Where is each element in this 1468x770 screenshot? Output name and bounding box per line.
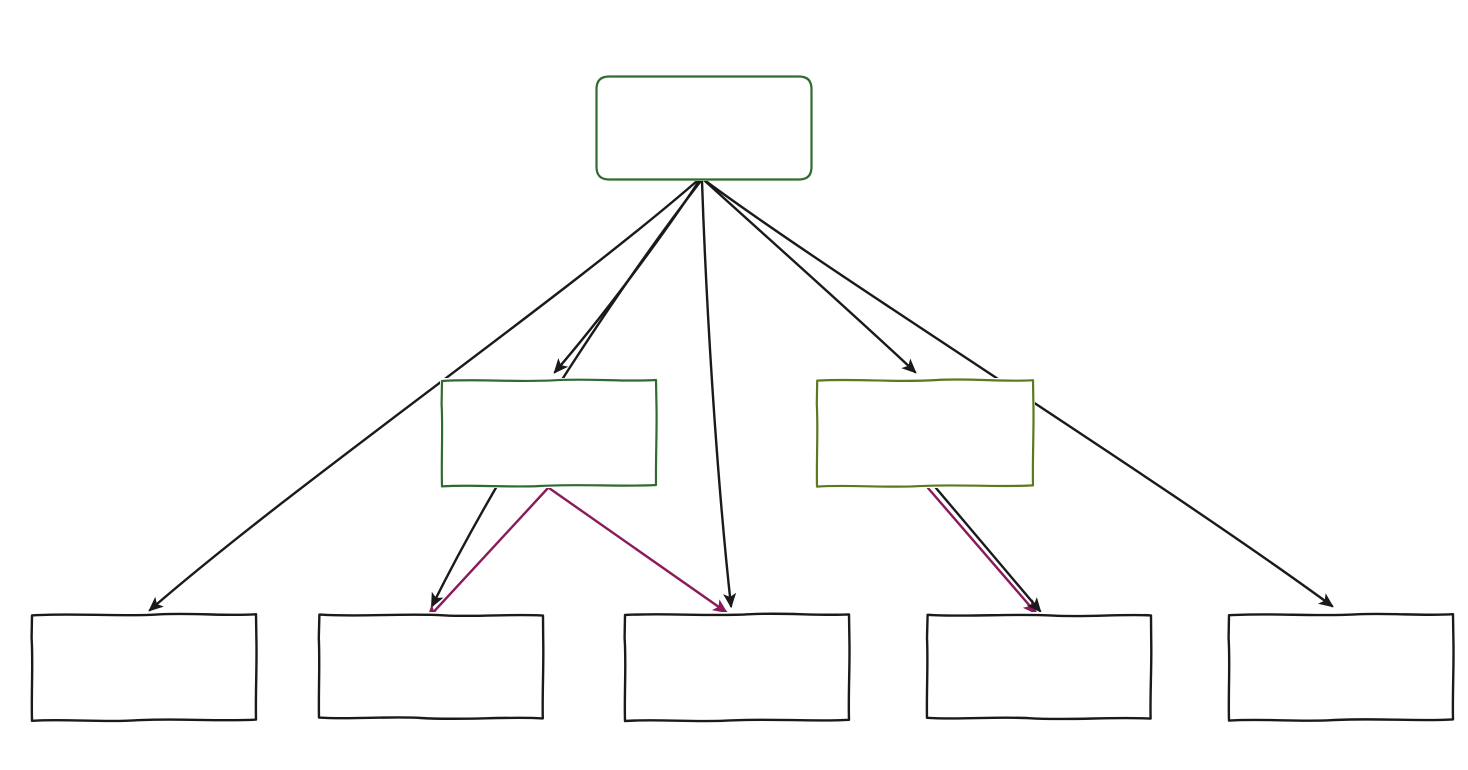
edge-parking-bff-minprogram-serv-to-parking-resource: [547, 486, 728, 614]
node-label-parking-card: parking-card: [74, 655, 214, 678]
edge-front-app-to-parking-resource: [700, 179, 737, 609]
node-label-parking-member: parking-member: [1250, 655, 1432, 678]
node-label-parking-bff-native-serv: parking-bff-native- serv: [859, 393, 991, 471]
node-label-parking-bff-minprogram-serv: parking-bff- minprogram-serv: [454, 407, 644, 457]
node-parking-card[interactable]: parking-card: [30, 612, 258, 723]
edge-parking-bff-native-serv-to-parking-charging: [934, 486, 1042, 613]
edge-front-app-to-parking-finance: [430, 180, 702, 608]
node-parking-charging[interactable]: parking-charging: [925, 612, 1153, 722]
node-parking-member[interactable]: parking-member: [1227, 612, 1455, 722]
node-parking-bff-native-serv[interactable]: parking-bff-native- serv: [815, 378, 1035, 488]
edge-front-app-to-parking-bff-minprogram-serv: [553, 179, 701, 374]
node-label-parking-charging: parking-charging: [945, 655, 1133, 678]
edge-front-app-to-parking-bff-native-serv: [703, 179, 917, 374]
edge-parking-bff-native-serv-to-parking-charging: [926, 486, 1038, 615]
node-label-parking-finance: parking-finance: [345, 655, 517, 678]
node-parking-finance[interactable]: parking-finance: [317, 612, 545, 722]
node-parking-bff-minprogram-serv[interactable]: parking-bff- minprogram-serv: [440, 378, 658, 488]
edge-front-app-to-parking-card: [148, 179, 699, 612]
node-parking-resource[interactable]: parking-resource: [623, 612, 851, 723]
node-label-parking-resource: parking-resource: [643, 655, 831, 678]
node-label-front-app: Front App: [653, 115, 755, 140]
edge-parking-bff-minprogram-serv-to-parking-finance: [426, 486, 550, 620]
node-front-app[interactable]: Front App: [595, 75, 813, 181]
